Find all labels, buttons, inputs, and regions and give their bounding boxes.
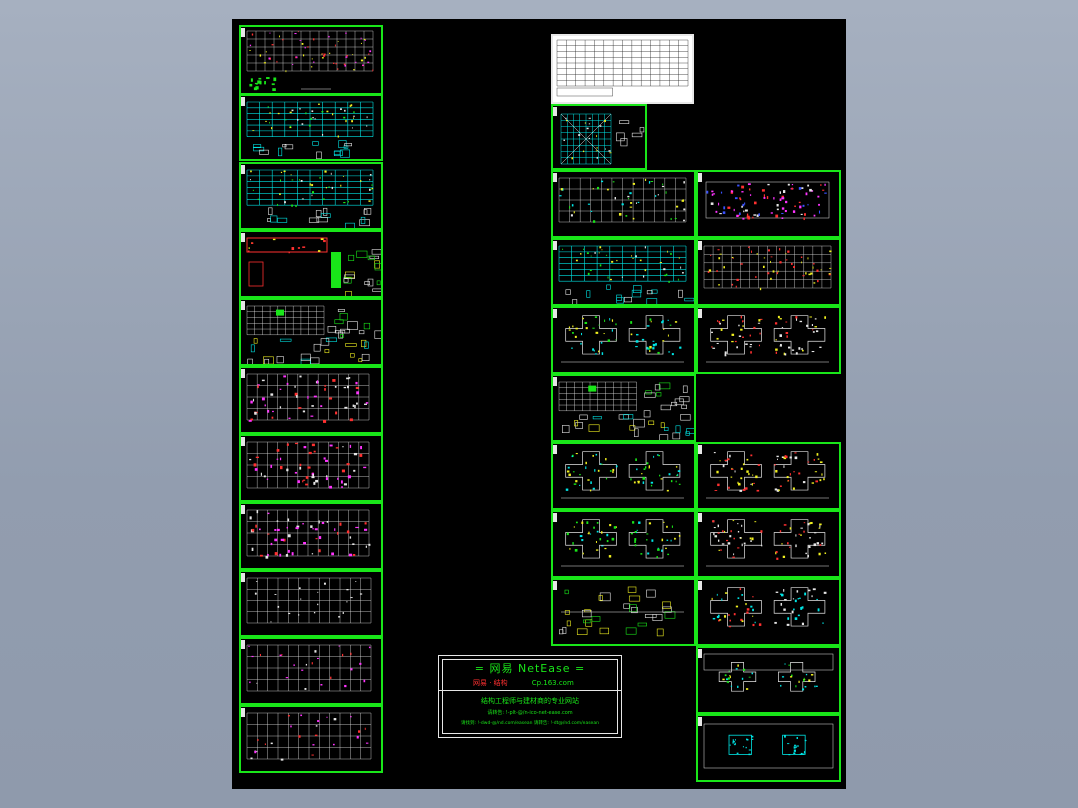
drawing-sheet-l11[interactable] <box>239 705 383 773</box>
sheet-linework <box>246 712 372 761</box>
sheet-tab-marker <box>553 309 557 318</box>
sheet-tab-marker <box>698 717 702 726</box>
sheet-linework <box>561 315 684 363</box>
sheet-linework <box>703 723 834 769</box>
drawing-sheet-r9[interactable] <box>696 646 841 714</box>
sheet-linework <box>246 237 381 296</box>
sheet-tab-marker <box>553 445 557 454</box>
sheet-linework <box>246 373 370 423</box>
drawing-sheet-l7[interactable] <box>239 434 383 502</box>
drawing-sheet-l9[interactable] <box>239 570 383 637</box>
drawing-sheet-l4[interactable] <box>239 230 383 298</box>
sheet-linework <box>706 451 829 499</box>
title-block-brand: = 网易 NetEase = <box>474 662 586 675</box>
title-block-divider <box>439 690 621 691</box>
sheet-tab-marker <box>241 505 245 514</box>
sheet-linework <box>246 101 374 159</box>
sheet-linework <box>706 315 829 363</box>
sheet-tab-marker <box>698 649 702 658</box>
sheet-linework <box>703 245 832 291</box>
drawing-sheet-r1[interactable] <box>551 104 647 170</box>
sheet-tab-marker <box>698 445 702 454</box>
drawing-sheet-r10[interactable] <box>696 714 841 782</box>
sheet-linework <box>705 181 830 221</box>
sheet-linework <box>558 177 687 223</box>
drawing-sheet-r4a[interactable] <box>551 306 696 374</box>
drawing-sheet-r6a[interactable] <box>551 442 696 510</box>
sheet-tab-marker <box>241 233 245 242</box>
sheet-tab-marker <box>241 97 245 106</box>
drawing-sheet-r4b[interactable] <box>696 306 841 374</box>
drawing-sheet-r7a[interactable] <box>551 510 696 578</box>
sheet-tab-marker <box>241 573 245 582</box>
drawing-sheet-r7b[interactable] <box>696 510 841 578</box>
sheet-linework <box>703 653 834 692</box>
sheet-tab-marker <box>698 513 702 522</box>
drawing-sheet-l2[interactable] <box>239 94 383 161</box>
sheet-tab-marker <box>553 513 557 522</box>
sheet-linework <box>246 441 370 489</box>
title-block-contact-2: 请找到: !-dwd-@/nd.com/easean 请转告: !-dt@/nd… <box>461 721 599 726</box>
sheet-tab-marker <box>241 437 245 446</box>
sheet-linework <box>246 30 374 92</box>
sheet-tab-marker <box>553 173 557 182</box>
title-block-contact-1: 请转告: !-plt-@/n-ico-net-ease.com <box>487 710 573 716</box>
drawing-sheet-r0[interactable] <box>551 34 694 104</box>
title-block-subtitle-site: Cp.163.com <box>531 679 574 687</box>
sheet-linework <box>556 39 689 97</box>
drawing-sheet-l10[interactable] <box>239 637 383 705</box>
drawing-sheet-r2a[interactable] <box>551 170 696 238</box>
sheet-tab-marker <box>698 173 702 182</box>
sheet-tab-marker <box>241 708 245 717</box>
sheet-linework <box>561 519 684 567</box>
sheet-tab-marker <box>241 165 245 174</box>
drawing-sheet-r2b[interactable] <box>696 170 841 238</box>
sheet-linework <box>710 587 827 628</box>
drawing-sheet-r8a[interactable] <box>551 578 696 646</box>
sheet-linework <box>246 509 371 559</box>
title-block-border <box>442 659 618 734</box>
sheet-tab-marker <box>241 28 245 37</box>
sheet-tab-marker <box>553 107 557 116</box>
drawing-sheet-r3b[interactable] <box>696 238 841 306</box>
drawing-sheet-l1[interactable] <box>239 25 383 95</box>
sheet-tab-marker <box>698 241 702 250</box>
drawing-sheet-r8b[interactable] <box>696 578 841 646</box>
sheet-linework <box>246 169 374 228</box>
sheet-tab-marker <box>698 309 702 318</box>
sheet-linework <box>246 305 381 364</box>
title-block: = 网易 NetEase = 网易 · 结构 Cp.163.com 结构工程师与建… <box>438 655 622 738</box>
sheet-linework <box>246 644 372 692</box>
drawing-sheet-l5[interactable] <box>239 298 383 366</box>
sheet-tab-marker <box>241 640 245 649</box>
sheet-linework <box>558 381 694 440</box>
sheet-linework <box>559 586 684 637</box>
title-block-slogan: 结构工程师与建材商的专业网站 <box>481 697 579 705</box>
drawing-sheet-l6[interactable] <box>239 366 383 434</box>
sheet-tab-marker <box>241 369 245 378</box>
sheet-tab-marker <box>553 581 557 590</box>
sheet-tab-marker <box>553 241 557 250</box>
drawing-sheet-r3a[interactable] <box>551 238 696 306</box>
drawing-sheet-r5[interactable] <box>551 374 696 442</box>
title-block-subtitle-red: 网易 · 结构 <box>473 679 508 687</box>
sheet-linework <box>246 577 372 624</box>
drawing-sheet-l3[interactable] <box>239 162 383 230</box>
sheet-tab-marker <box>241 301 245 310</box>
drawing-sheet-l8[interactable] <box>239 502 383 570</box>
sheet-tab-marker <box>698 581 702 590</box>
sheet-tab-marker <box>553 377 557 386</box>
sheet-linework <box>561 451 684 499</box>
title-block-subtitle: 网易 · 结构 Cp.163.com <box>473 678 574 688</box>
sheet-linework <box>706 519 829 567</box>
sheet-linework <box>558 245 694 304</box>
drawing-sheet-r6b[interactable] <box>696 442 841 510</box>
sheet-linework <box>560 113 645 165</box>
